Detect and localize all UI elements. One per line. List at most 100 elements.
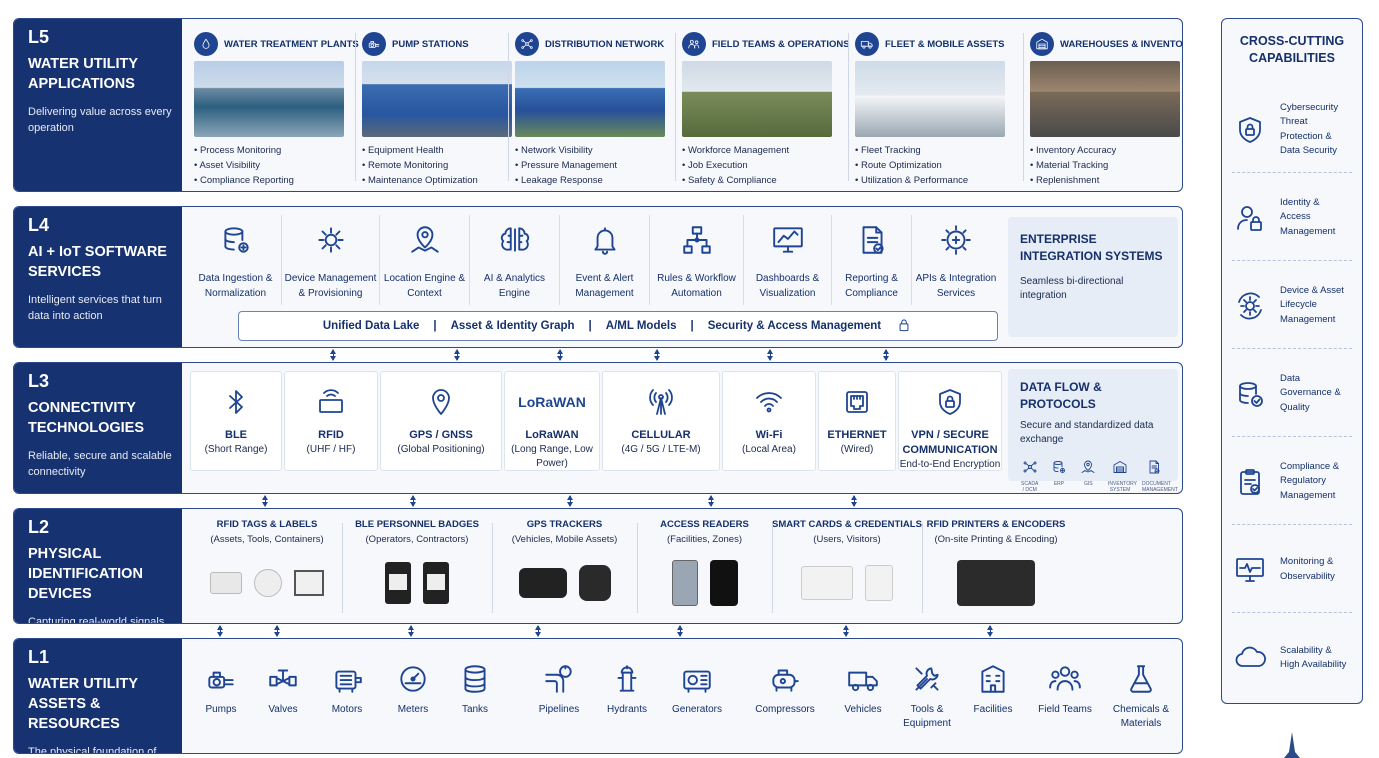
asset-name: Field Teams (1038, 704, 1092, 715)
pump-icon (362, 32, 386, 56)
layer-title: PHYSICAL IDENTIFICATION DEVICES (28, 546, 143, 602)
capability-item[interactable]: Compliance & Regulatory Management (1232, 439, 1352, 525)
app-card[interactable]: FLEET & MOBILE ASSETSFleet TrackingRoute… (855, 29, 1013, 191)
asset-item[interactable]: Pumps (186, 661, 256, 717)
device-desc: (Facilities, Zones) (667, 534, 742, 545)
ai-brain-icon (470, 221, 559, 259)
asset-item[interactable]: Facilities (958, 661, 1028, 717)
asset-name: Chemicals & Materials (1112, 704, 1170, 729)
column-divider (492, 523, 493, 613)
app-feature: Inventory Accuracy (1030, 143, 1182, 158)
device-card[interactable]: GPS TRACKERS(Vehicles, Mobile Assets) (492, 519, 637, 619)
device-card[interactable]: SMART CARDS & CREDENTIALS(Users, Visitor… (772, 519, 922, 619)
service-tile[interactable]: Device Management & Provisioning (282, 215, 380, 305)
tech-name: CELLULAR (631, 429, 691, 441)
asset-item[interactable]: Meters (378, 661, 448, 717)
capability-label: Data Governance & Quality (1280, 372, 1341, 413)
shield-lock-icon (1232, 114, 1268, 146)
app-feature: Material Tracking (1030, 158, 1182, 173)
connectivity-card[interactable]: BLE(Short Range) (190, 371, 282, 471)
device-card[interactable]: ACCESS READERS(Facilities, Zones) (637, 519, 772, 619)
asset-item[interactable]: Tanks (440, 661, 510, 717)
app-card[interactable]: DISTRIBUTION NETWORKNetwork VisibilityPr… (515, 29, 673, 191)
tech-name: GPS / GNSS (409, 429, 473, 441)
layer-title: AI + IoT SOFTWARE SERVICES (28, 244, 167, 280)
tech-desc: End-to-End Encryption (899, 459, 1001, 470)
app-feature: Replenishment (1030, 173, 1182, 188)
device-card[interactable]: RFID PRINTERS & ENCODERS(On-site Printin… (922, 519, 1070, 619)
capability-item[interactable]: Device & Asset Lifecycle Management (1232, 263, 1352, 349)
device-card[interactable]: RFID TAGS & LABELS(Assets, Tools, Contai… (192, 519, 342, 619)
asset-item[interactable]: Valves (248, 661, 318, 717)
asset-item[interactable]: Hydrants (592, 661, 662, 717)
capability-item[interactable]: Scalability & High Availability (1232, 615, 1352, 701)
connectivity-card[interactable]: Wi-Fi(Local Area) (722, 371, 816, 471)
tech-desc: (4G / 5G / LTE-M) (621, 444, 701, 455)
device-name: RFID TAGS & LABELS (216, 519, 318, 530)
service-tile[interactable]: APIs & Integration Services (912, 215, 1000, 305)
capability-item[interactable]: Cybersecurity Threat Protection & Data S… (1232, 87, 1352, 173)
service-tile[interactable]: Location Engine & Context (380, 215, 470, 305)
asset-item[interactable]: Compressors (750, 661, 820, 717)
connectivity-card[interactable]: CELLULAR (4G / 5G / LTE-M) (602, 371, 720, 471)
app-card[interactable]: WATER TREATMENT PLANTSProcess Monitoring… (194, 29, 359, 191)
lake-separator: | (690, 320, 694, 332)
asset-name: Pumps (205, 704, 237, 715)
service-tile[interactable]: Event & Alert Management (560, 215, 650, 305)
capability-item[interactable]: Monitoring & Observability (1232, 527, 1352, 613)
asset-item[interactable]: Field Teams (1030, 661, 1100, 717)
warehouse-icon (1030, 32, 1054, 56)
bidirectional-arrow (410, 495, 416, 507)
capability-label: Identity & Access Management (1280, 196, 1336, 237)
report-icon (832, 221, 911, 259)
clipboard-check-icon (1232, 466, 1268, 498)
app-feature: Fleet Tracking (855, 143, 1013, 158)
tech-desc: (Short Range) (204, 444, 268, 455)
pump-icon (186, 661, 256, 697)
connectivity-card[interactable]: ETHERNET(Wired) (818, 371, 896, 471)
report-icon (1142, 459, 1166, 478)
service-tile[interactable]: Data Ingestion & Normalization (190, 215, 282, 305)
device-card[interactable]: BLE PERSONNEL BADGES(Operators, Contract… (342, 519, 492, 619)
app-feature: Safety & Compliance (682, 173, 840, 188)
app-title-label: WAREHOUSES & INVENTORY (1060, 38, 1183, 50)
asset-item[interactable]: Pipelines (524, 661, 594, 717)
app-card[interactable]: FIELD TEAMS & OPERATIONSWorkforce Manage… (682, 29, 850, 191)
layer-l5-header: L5 WATER UTILITY APPLICATIONS Delivering… (14, 19, 182, 191)
app-feature: Workforce Management (682, 143, 840, 158)
bidirectional-arrow (883, 349, 889, 361)
tech-desc: (Long Range, Low Power) (511, 444, 593, 469)
layer-subtitle: Delivering value across every operation (28, 106, 172, 134)
asset-item[interactable]: Tools & Equipment (892, 661, 962, 731)
app-card[interactable]: WAREHOUSES & INVENTORY Inventory Accuracy… (1030, 29, 1183, 191)
panel-title: ENTERPRISE INTEGRATION SYSTEMS (1020, 232, 1163, 263)
lake-item: Security & Access Management (707, 320, 882, 332)
device-image (492, 559, 637, 607)
asset-item[interactable]: Chemicals & Materials (1106, 661, 1176, 731)
ethernet-icon (819, 382, 895, 422)
dashboard-icon (744, 221, 831, 259)
capability-item[interactable]: Identity & Access Management (1232, 175, 1352, 261)
service-tile[interactable]: AI & Analytics Engine (470, 215, 560, 305)
asset-item[interactable]: Vehicles (828, 661, 898, 717)
layer-title: CONNECTIVITY TECHNOLOGIES (28, 400, 145, 436)
service-tile[interactable]: Reporting & Compliance (832, 215, 912, 305)
connectivity-card[interactable]: RFID(UHF / HF) (284, 371, 378, 471)
monitor-pulse-icon (1232, 554, 1268, 586)
app-card[interactable]: PUMP STATIONSEquipment HealthRemote Moni… (362, 29, 520, 191)
lake-separator: | (433, 320, 437, 332)
asset-item[interactable]: Generators (662, 661, 732, 717)
connectivity-card[interactable]: GPS / GNSS(Global Positioning) (380, 371, 502, 471)
capability-item[interactable]: Data Governance & Quality (1232, 351, 1352, 437)
service-tile[interactable]: Dashboards & Visualization (744, 215, 832, 305)
service-label: Reporting & Compliance (845, 273, 898, 299)
app-feature: Equipment Health (362, 143, 520, 158)
asset-item[interactable]: Motors (312, 661, 382, 717)
service-label: AI & Analytics Engine (483, 273, 546, 299)
service-tile[interactable]: Rules & Workflow Automation (650, 215, 744, 305)
map-pin-icon (380, 221, 469, 259)
protocol-label: GIS (1084, 481, 1093, 487)
